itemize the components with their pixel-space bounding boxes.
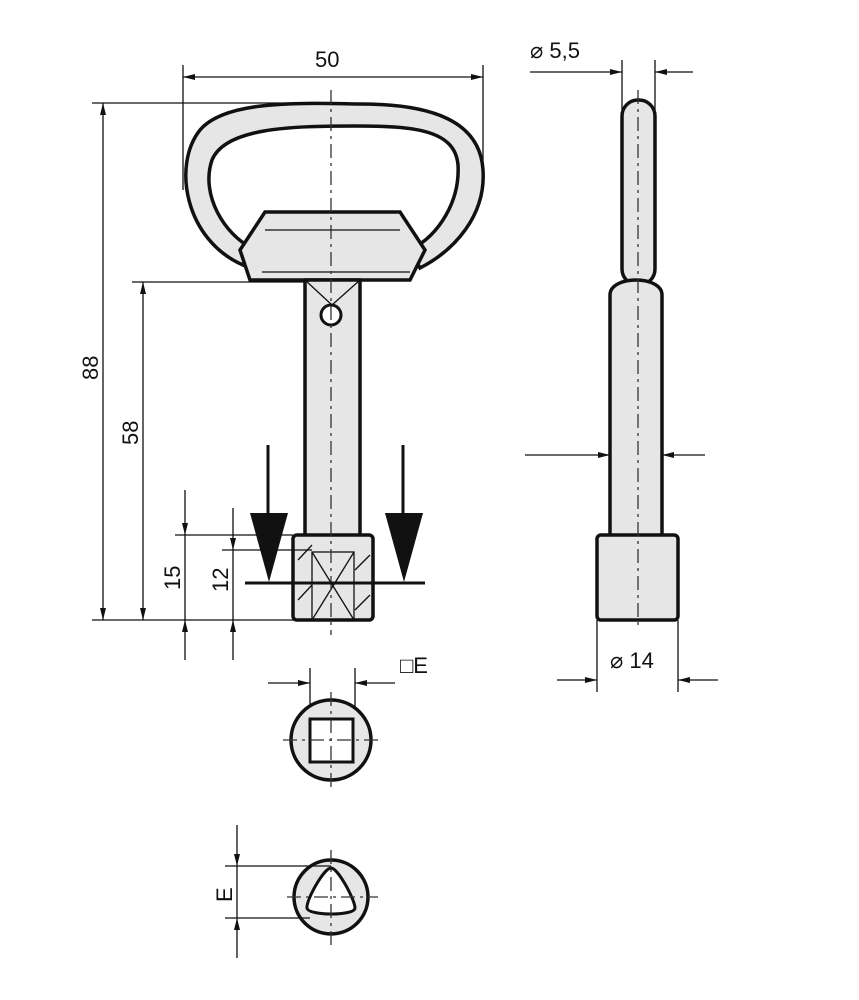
- dimension-lines: [92, 65, 484, 660]
- side-view: [525, 60, 718, 692]
- dim-label-ring-diameter: ⌀ 5,5: [530, 38, 580, 63]
- dim-label-tip-inner: 12: [208, 568, 233, 592]
- dim-label-shaft-length: 58: [118, 421, 143, 445]
- insertion-arrow-right-icon: [385, 445, 423, 582]
- shaft-side: [608, 278, 664, 539]
- triangle-end-view: [225, 825, 378, 958]
- handle-head: [238, 210, 428, 282]
- dim-label-square: □E: [400, 653, 428, 678]
- dim-label-triangle: E: [212, 887, 237, 902]
- dim-label-width: 50: [315, 47, 339, 72]
- dim-label-tip-diameter: ⌀ 14: [610, 648, 654, 673]
- insertion-arrow-left-icon: [250, 445, 288, 582]
- dim-label-tip-outer: 15: [160, 566, 185, 590]
- tip: [291, 533, 375, 622]
- front-view: [184, 90, 485, 635]
- dim-label-overall-length: 88: [78, 356, 103, 380]
- square-end-view: [268, 668, 395, 790]
- handle-ring: [184, 101, 485, 271]
